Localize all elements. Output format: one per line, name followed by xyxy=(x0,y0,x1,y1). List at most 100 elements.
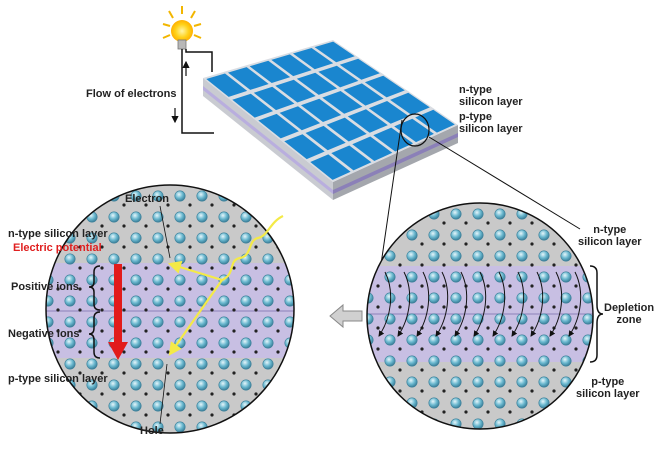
electron-dot xyxy=(254,266,258,270)
ion xyxy=(64,358,76,370)
ion xyxy=(406,376,418,388)
electron-dot xyxy=(122,329,126,333)
ion xyxy=(262,358,274,370)
electron-dot xyxy=(56,287,60,291)
electron-dot xyxy=(574,305,578,309)
solar-cell-tile xyxy=(352,136,393,161)
electron-dot xyxy=(508,242,512,246)
electron-dot xyxy=(232,203,236,207)
magnifier-ellipse-icon xyxy=(377,113,581,286)
ion xyxy=(240,295,252,307)
electron-dot xyxy=(398,263,402,267)
ion xyxy=(472,271,484,283)
electron-dot xyxy=(552,410,556,414)
ion xyxy=(450,397,462,409)
electron-dot xyxy=(254,350,258,354)
ion xyxy=(174,211,186,223)
electric-potential-arrow xyxy=(108,264,128,360)
electron-dot xyxy=(552,368,556,372)
ion xyxy=(174,253,186,265)
electron-dot xyxy=(486,284,490,288)
electron-dot xyxy=(486,221,490,225)
light-ray xyxy=(167,215,284,356)
ion xyxy=(196,379,208,391)
electron-dot xyxy=(100,371,104,375)
electron-dot xyxy=(166,434,169,437)
electron-dot xyxy=(166,371,170,375)
ion xyxy=(538,292,550,304)
ion xyxy=(428,250,440,262)
ion xyxy=(560,313,572,325)
electron-dot xyxy=(420,305,424,309)
electron-dot xyxy=(508,389,512,393)
ion xyxy=(367,334,374,346)
ion xyxy=(450,355,462,367)
ion xyxy=(538,334,550,346)
electron-dot xyxy=(166,413,170,417)
ion xyxy=(196,400,208,412)
electron-dot xyxy=(420,389,424,393)
solar-cell-tile xyxy=(206,73,248,97)
ion xyxy=(130,379,142,391)
electron-dot xyxy=(420,242,424,246)
ion xyxy=(130,274,142,286)
electron-dot xyxy=(530,263,534,267)
ion xyxy=(240,337,252,349)
ion xyxy=(494,208,506,220)
flow-of-electrons-label: Flow of electrons xyxy=(86,88,177,100)
ion xyxy=(494,334,506,346)
ion xyxy=(367,271,374,283)
electron-dot xyxy=(188,350,192,354)
electron-dot xyxy=(420,284,424,288)
electron-dot xyxy=(100,350,104,354)
ion xyxy=(130,316,142,328)
ion xyxy=(108,400,120,412)
right-p-type-line1: p-type xyxy=(591,376,625,388)
panel-n-type-line1: n-type xyxy=(459,84,492,96)
electron-dot xyxy=(276,266,280,270)
drift-arrow xyxy=(511,271,525,337)
ion xyxy=(130,358,142,370)
electron-dot xyxy=(232,308,236,312)
electron-dot xyxy=(188,329,192,333)
solar-cell-tile xyxy=(284,134,325,160)
electron-dot xyxy=(56,329,60,333)
electron-dot xyxy=(442,347,446,351)
electron-dot xyxy=(254,224,258,228)
solar-cell-tile xyxy=(301,98,342,122)
ion xyxy=(86,274,98,286)
electron-dot xyxy=(376,284,380,288)
ion xyxy=(560,292,572,304)
ion xyxy=(494,313,506,325)
ion xyxy=(130,295,142,307)
p-type-silicon-layer-label: p-type silicon layer xyxy=(8,373,108,385)
ion xyxy=(384,271,396,283)
ion xyxy=(174,190,186,202)
electron-dot xyxy=(552,347,556,351)
right-p-type-label: p-type silicon layer xyxy=(576,376,640,400)
ion xyxy=(64,274,76,286)
right-p-type-line2: silicon layer xyxy=(576,388,640,400)
electron-dot xyxy=(398,389,402,393)
electron-dot xyxy=(508,326,512,330)
ion xyxy=(494,292,506,304)
electron-dot xyxy=(574,347,578,351)
ion xyxy=(472,229,484,241)
ion xyxy=(174,274,186,286)
electron-dot xyxy=(122,266,126,270)
ion xyxy=(108,211,120,223)
ion xyxy=(196,316,208,328)
ion xyxy=(218,358,230,370)
ion xyxy=(152,358,164,370)
electron-dot xyxy=(210,371,214,375)
electron-dot xyxy=(574,326,578,330)
ion xyxy=(384,313,396,325)
solar-cell-tile xyxy=(364,75,405,98)
ion xyxy=(64,337,76,349)
ion xyxy=(196,253,208,265)
solar-cell-tile xyxy=(253,86,295,111)
ion xyxy=(428,229,440,241)
ion xyxy=(406,292,418,304)
ion xyxy=(240,316,252,328)
